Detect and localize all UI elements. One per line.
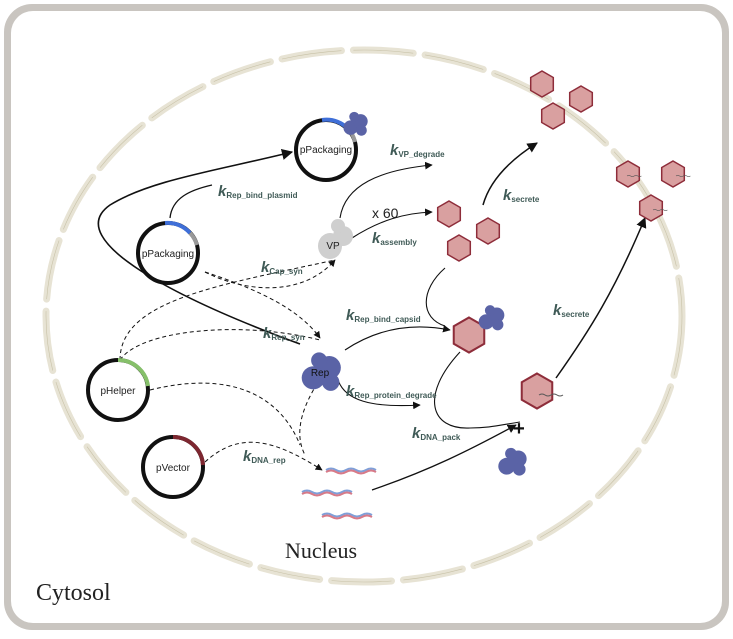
plasmid-label-helper: pHelper [100,386,136,397]
arrow-helper-cap [119,259,336,361]
plasmid-label-packaging-mid: pPackaging [142,249,194,260]
arrow-rep-bind-capsid [344,324,451,351]
arrow-vp-degrade [339,161,433,219]
capsid-2 [475,217,501,245]
arrow-dna-to-pack [371,424,517,491]
secreted-capsid-3 [540,102,566,130]
multiplier-label: x 60 [372,205,399,221]
cell-inner-area [11,11,722,623]
rate-rep-protein-degrade: kRep_protein_degrade [346,383,437,400]
capsid-3 [446,234,472,262]
arrow-helper-dna [149,382,301,446]
arrow-secrete-top [482,142,538,206]
rate-rep-syn: kRep_syn [263,325,305,342]
nucleus-membrane-outline [45,49,683,583]
arrow-helper-rep [119,329,321,361]
plasmid-ppackaging-top: pPackaging [294,111,368,182]
plasmid-pvector: pVector [141,434,205,499]
secreted-capsid-1 [529,70,555,98]
rate-vp-degrade: kVP_degrade [390,142,445,159]
arrow-dna-rep [204,441,323,471]
cytosol-label: Cytosol [36,580,111,606]
nucleus-label: Nucleus [285,538,357,563]
arrow-cap-syn [204,259,336,289]
plasmid-label-vector: pVector [156,463,191,474]
capsid-1 [436,200,462,228]
plasmid-phelper: pHelper [86,357,150,422]
secreted-capsid-2 [568,85,594,113]
vp-protein: VP [318,219,353,259]
arrow-rep-degrade [337,379,421,410]
rate-assembly: kassembly [372,230,417,247]
rate-rep-bind-capsid: kRep_bind_capsid [346,307,421,324]
rate-dna-pack: kDNA_pack [412,425,461,442]
plasmid-ppackaging-mid: pPackaging [136,220,200,285]
arrow-capsid-rep-bind [425,267,446,327]
arrow-rep-syn-packaging [204,271,321,339]
rate-rep-bind-plasmid: kRep_bind_plasmid [218,183,298,200]
rate-cap-syn: kCap_syn [261,259,303,276]
rate-secrete-top: ksecrete [503,187,540,204]
rep-protein: Rep [301,352,341,391]
vp-label: VP [326,241,340,252]
arrow-assembly [351,208,433,239]
arrow-dna-pack-loop [434,351,521,429]
rate-dna-rep: kDNA_rep [243,448,286,465]
plasmid-label-packaging-top: pPackaging [300,145,352,156]
arrow-secrete-mid [555,217,647,379]
arrow-packaging-up [169,184,213,219]
arrow-rep-bind-plasmid [97,149,301,345]
rate-secrete-mid: ksecrete [553,302,590,319]
rep-label: Rep [311,368,330,379]
plus-sign: + [513,418,525,440]
